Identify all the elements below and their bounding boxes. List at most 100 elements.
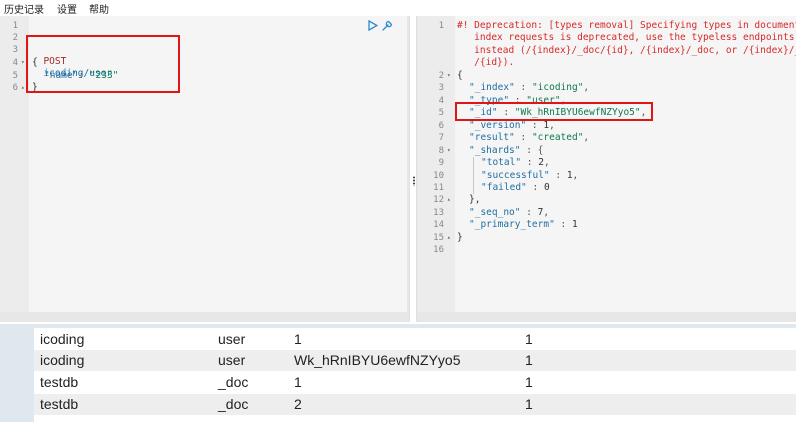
table-row[interactable]: icoding user Wk_hRnIBYU6ewfNZYyo5 1	[34, 350, 796, 371]
request-line: POST icoding/user	[32, 44, 112, 79]
json-key: "_seq_no"	[469, 207, 521, 218]
line-number: 3	[12, 45, 18, 55]
table-top-border	[0, 324, 796, 328]
id-highlight-box	[455, 102, 653, 121]
json-value: 1	[543, 120, 550, 131]
response-shards-close: },	[469, 194, 481, 205]
json-colon: :	[521, 157, 539, 168]
json-value: "created"	[531, 132, 584, 143]
json-key: "_primary_term"	[469, 219, 555, 230]
response-seq-line: "_seq_no" : 7,	[469, 207, 549, 219]
json-comma: ,	[543, 207, 550, 218]
pane-splitter[interactable]	[409, 16, 417, 322]
request-editor[interactable]	[29, 16, 407, 312]
json-value: "icoding"	[531, 82, 584, 93]
response-index-line: "_index" : "icoding",	[469, 82, 589, 94]
cell-index: icoding	[40, 331, 85, 347]
fold-up-icon[interactable]: ▴	[447, 234, 451, 241]
menu-history[interactable]: 历史记录	[4, 5, 44, 16]
line-number: 4	[438, 96, 444, 106]
cell-value: 1	[525, 352, 533, 368]
request-body-line: "name": "233"	[44, 70, 118, 82]
line-number: 5	[438, 108, 444, 118]
json-colon: :	[549, 170, 567, 181]
json-colon: :	[514, 82, 532, 93]
deprecation-comment-line: index requests is deprecated, use the ty…	[457, 32, 795, 43]
table-row[interactable]: testdb _doc 2 1	[34, 394, 796, 415]
line-number: 1	[12, 21, 18, 31]
cell-type: user	[218, 331, 246, 347]
cell-value: 1	[525, 374, 533, 390]
menu-settings[interactable]: 设置	[57, 5, 77, 16]
line-number: 5	[12, 71, 18, 81]
results-table: icoding user 1 1 icoding user Wk_hRnIBYU…	[0, 324, 796, 422]
menu-bar: 历史记录 设置 帮助	[0, 0, 796, 16]
cell-type: _doc	[218, 396, 249, 412]
json-comma: ,	[549, 120, 555, 131]
request-method: POST	[43, 56, 67, 67]
json-value: 2	[538, 157, 544, 168]
table-row[interactable]: testdb _doc 1 1	[34, 372, 796, 393]
json-open: {	[537, 145, 544, 156]
deprecation-comment-line: #! Deprecation: [types removal] Specifyi…	[457, 20, 796, 31]
line-number: 7	[438, 133, 444, 143]
response-id-line: "_id" : "Wk_hRnIBYU6ewfNZYyo5",	[469, 107, 646, 119]
line-number: 9	[438, 158, 444, 168]
line-number: 2	[438, 71, 444, 81]
json-colon: :	[526, 182, 544, 193]
table-left-strip	[0, 328, 34, 422]
line-number: 2	[12, 33, 18, 43]
play-icon[interactable]	[368, 19, 379, 34]
json-colon: :	[509, 95, 527, 106]
fold-down-icon[interactable]: ▾	[21, 59, 25, 66]
cell-index: testdb	[40, 396, 79, 412]
json-key: "failed"	[481, 182, 527, 193]
line-number: 16	[433, 245, 444, 255]
response-type-line: "_type" : "user",	[469, 95, 566, 107]
line-number: 1	[438, 21, 444, 31]
menu-help[interactable]: 帮助	[89, 5, 109, 16]
response-term-line: "_primary_term" : 1	[469, 219, 578, 231]
json-key: "_version"	[469, 120, 527, 131]
json-value: 1	[566, 170, 573, 181]
json-value: 7	[537, 207, 544, 218]
cell-type: user	[218, 352, 246, 368]
json-colon: :	[514, 132, 532, 143]
json-comma: ,	[583, 82, 590, 93]
line-number: 4	[12, 58, 18, 68]
response-failed-line: "failed" : 0	[481, 182, 550, 194]
json-key: "_type"	[469, 95, 510, 106]
line-number: 14	[433, 220, 444, 230]
fold-down-icon[interactable]: ▾	[447, 147, 451, 154]
cell-value: 1	[525, 331, 533, 347]
response-version-line: "_version" : 1,	[469, 120, 555, 132]
json-colon: :	[520, 145, 538, 156]
json-value: "Wk_hRnIBYU6ewfNZYyo5"	[514, 107, 641, 118]
cell-id: 1	[294, 331, 302, 347]
deprecation-comment-line: /{id}).	[457, 57, 515, 68]
fold-up-icon[interactable]: ▴	[21, 84, 25, 91]
json-key: "successful"	[481, 170, 550, 181]
cell-id: 2	[294, 396, 302, 412]
json-key: "_id"	[469, 107, 498, 118]
json-colon: :	[497, 107, 515, 118]
json-colon: :	[520, 207, 538, 218]
table-row[interactable]: icoding user 1 1	[34, 329, 796, 350]
json-comma: ,	[583, 132, 590, 143]
wrench-icon[interactable]	[381, 19, 394, 35]
deprecation-comment-line: instead (/{index}/_doc/{id}, /{index}/_d…	[457, 45, 796, 56]
request-open-brace: {	[32, 57, 38, 68]
cell-index: icoding	[40, 352, 85, 368]
body-key: "name"	[44, 70, 79, 81]
json-value: 1	[571, 219, 578, 230]
json-colon: :	[526, 120, 544, 131]
cell-type: _doc	[218, 374, 249, 390]
fold-up-icon[interactable]: ▴	[447, 196, 451, 203]
line-number: 15	[433, 233, 444, 243]
line-number: 8	[438, 146, 444, 156]
response-viewer	[455, 16, 796, 312]
splitter-grip-icon[interactable]	[413, 176, 415, 186]
request-close-brace: }	[32, 82, 38, 93]
cell-id: 1	[294, 374, 302, 390]
fold-down-icon[interactable]: ▾	[447, 72, 451, 79]
